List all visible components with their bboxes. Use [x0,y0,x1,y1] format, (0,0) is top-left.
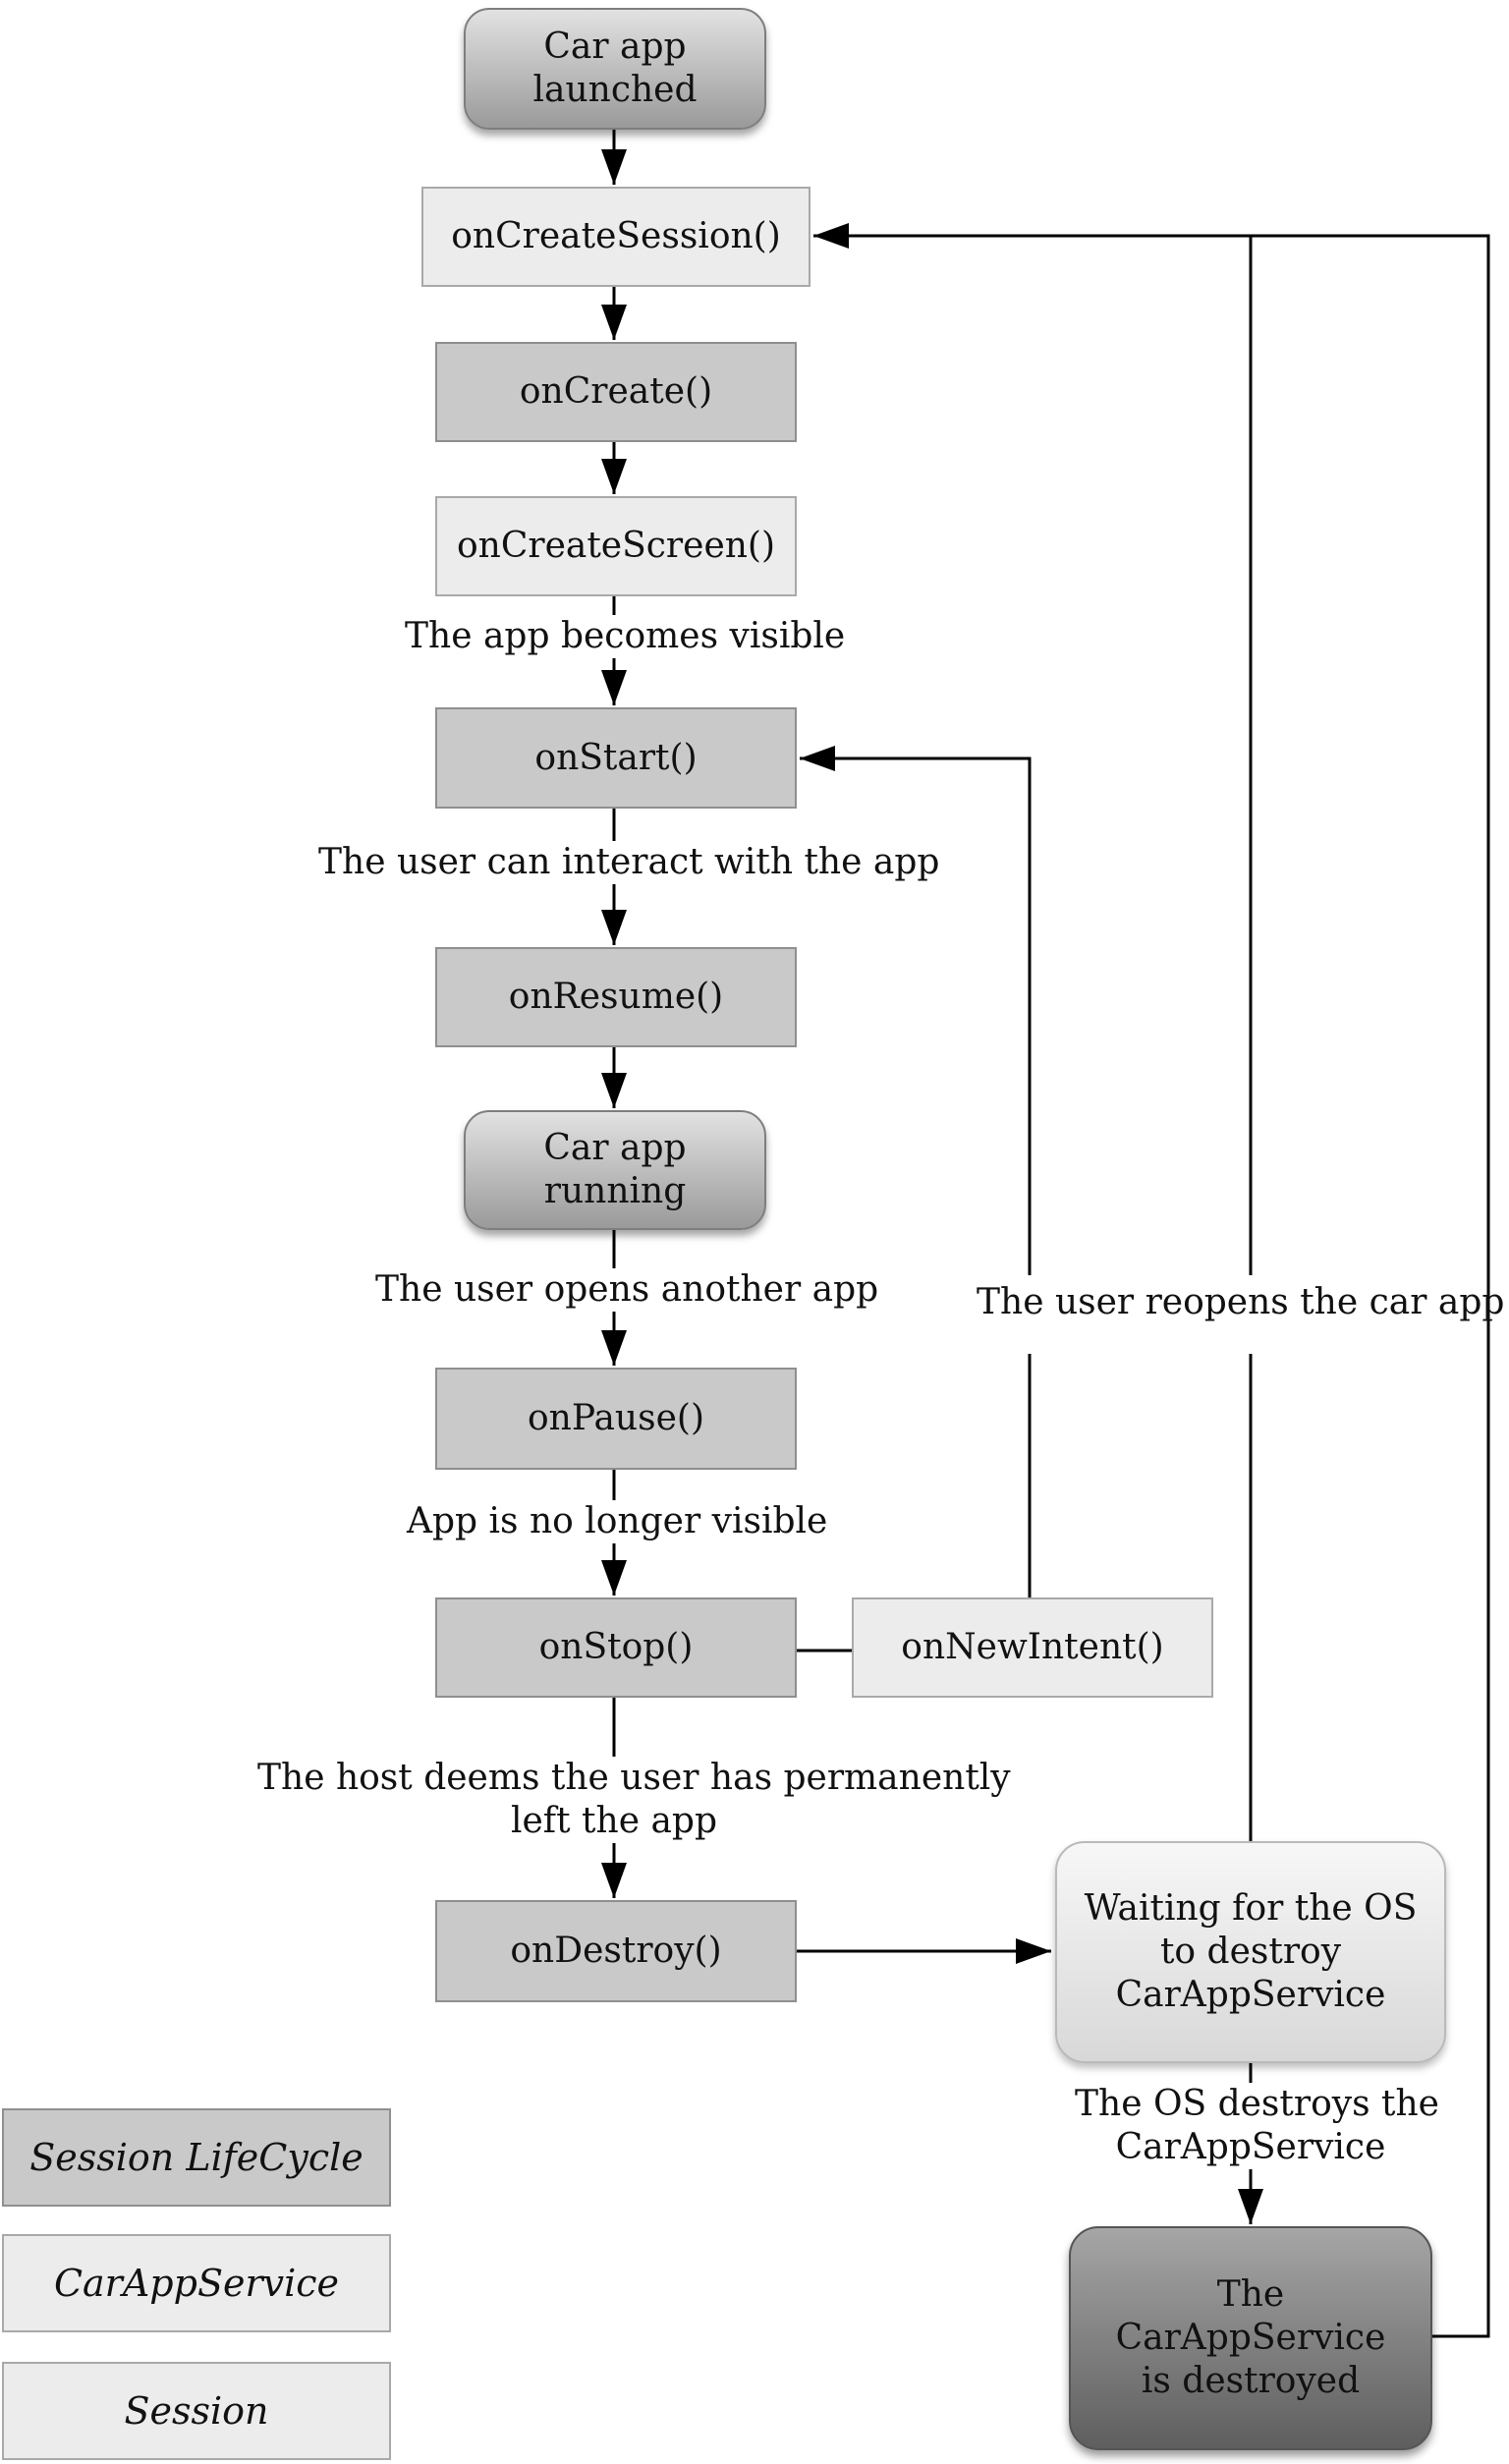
legend-session-label: Session [124,2389,269,2433]
label-app-no-longer-visible: App is no longer visible [407,1500,828,1543]
car-app-running-line2: running [543,1171,687,1211]
label-host-deems-line1: The host deems the user has permanently [257,1758,1011,1798]
label-os-destroys-line1: The OS destroys the [1075,2084,1439,2124]
on-create-node: onCreate() [435,342,797,442]
label-user-opens-another-app: The user opens another app [375,1268,879,1312]
legend-session-lifecycle-label: Session LifeCycle [29,2136,363,2179]
waiting-line2: to destroy [1159,1932,1342,1972]
on-create-screen-label: onCreateScreen() [456,526,776,566]
legend-car-app-service: CarAppService [2,2234,391,2332]
destroyed-line3: is destroyed [1141,2361,1361,2401]
label-os-destroys-line2: CarAppService [1115,2127,1386,2167]
waiting-line3: CarAppService [1115,1975,1386,2015]
on-start-node: onStart() [435,707,797,809]
on-new-intent-label: onNewIntent() [901,1627,1164,1667]
destroyed-line2: CarAppService [1115,2318,1386,2358]
label-user-reopens-car-app: The user reopens the car app [977,1275,1504,1354]
legend-car-app-service-label: CarAppService [53,2262,340,2305]
destroyed-line1: The [1216,2274,1285,2315]
on-create-session-label: onCreateSession() [451,216,781,256]
on-create-label: onCreate() [519,371,713,412]
legend-session-lifecycle: Session LifeCycle [2,2108,391,2207]
label-os-destroys-service: The OS destroys the CarAppService [1075,2083,1439,2169]
on-new-intent-node: onNewIntent() [852,1597,1213,1698]
arrow-destroyed-to-create-session [1251,234,1490,2338]
label-host-deems-left: The host deems the user has permanently … [257,1757,1011,1843]
on-resume-node: onResume() [435,947,797,1047]
label-user-can-interact: The user can interact with the app [318,841,940,884]
on-destroy-node: onDestroy() [435,1900,797,2002]
car-app-launched-line2: launched [532,70,698,110]
service-destroyed-node: The CarAppService is destroyed [1069,2226,1432,2450]
waiting-line1: Waiting for the OS [1084,1888,1418,1929]
car-app-launched-node: Car app launched [464,8,766,130]
on-pause-label: onPause() [528,1398,704,1438]
on-stop-node: onStop() [435,1597,797,1698]
on-resume-label: onResume() [508,977,724,1017]
on-create-screen-node: onCreateScreen() [435,496,797,596]
car-app-launched-line1: Car app [543,27,687,67]
on-destroy-label: onDestroy() [510,1931,722,1971]
label-app-becomes-visible: The app becomes visible [405,615,846,658]
car-app-running-line1: Car app [543,1128,687,1168]
on-stop-label: onStop() [538,1627,694,1667]
waiting-for-os-node: Waiting for the OS to destroy CarAppServ… [1055,1841,1446,2063]
car-app-running-node: Car app running [464,1110,766,1230]
on-start-label: onStart() [534,737,698,778]
on-create-session-node: onCreateSession() [421,187,810,287]
on-pause-node: onPause() [435,1368,797,1470]
legend-session: Session [2,2362,391,2460]
arrow-new-intent-to-start [800,746,1032,1597]
label-host-deems-line2: left the app [510,1801,717,1841]
